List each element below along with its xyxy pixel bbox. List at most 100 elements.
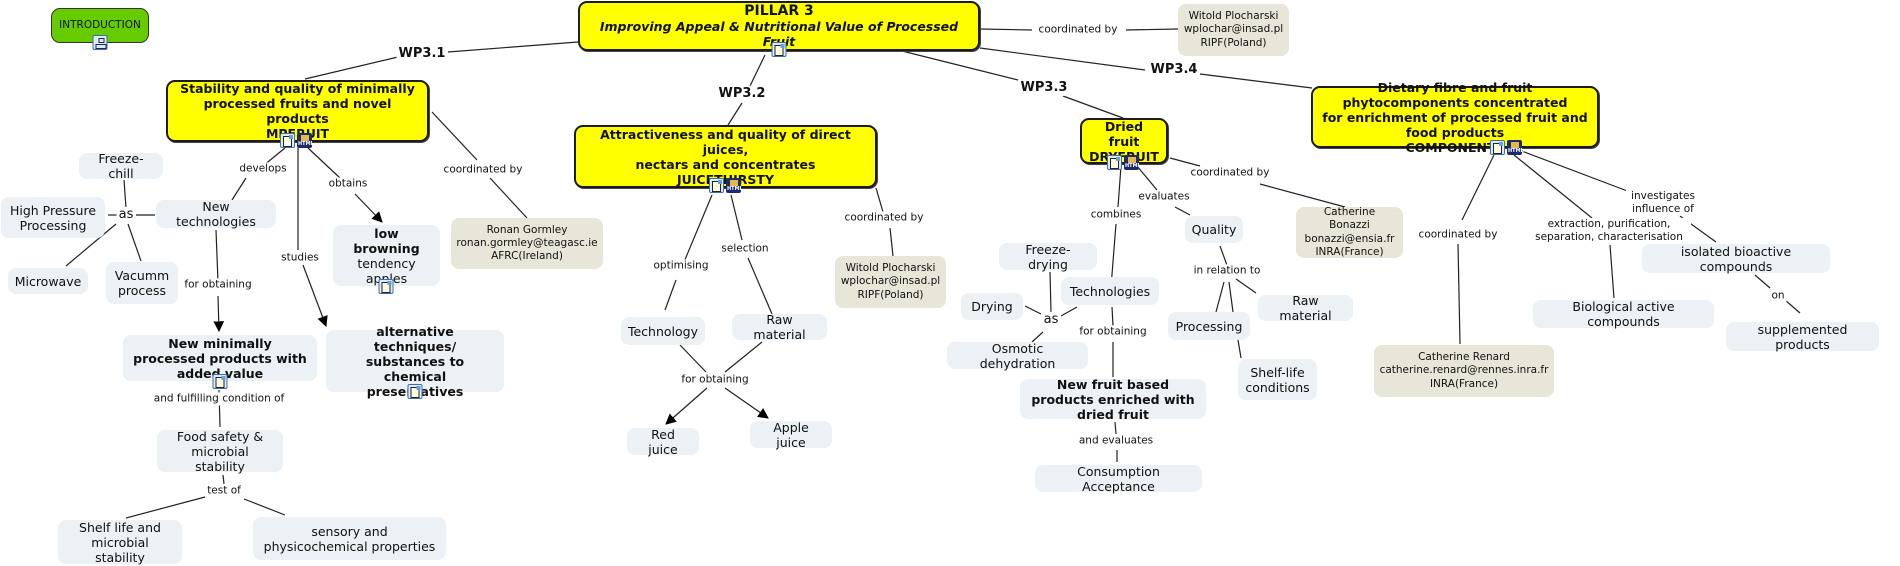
coordinator-email[interactable]: bonazzi@ensia.fr <box>1304 232 1395 245</box>
link-label-investigates: investigates influence of <box>1626 189 1700 217</box>
document-icon[interactable] <box>407 384 423 399</box>
concept-red-juice[interactable]: Red juice <box>627 426 699 457</box>
document-icon[interactable] <box>212 374 228 389</box>
wp3-4-coordinator: Catherine Renard catherine.renard@rennes… <box>1374 345 1554 397</box>
introduction-node[interactable]: INTRODUCTION <box>51 8 149 43</box>
concept-label: Quality <box>1191 222 1237 237</box>
wp3-2-coordinator: Witold Plocharski wplochar@insad.pl RIPF… <box>835 256 946 308</box>
concept-high-pressure-processing[interactable]: High Pressure Processing <box>1 197 105 238</box>
concept-shelf-life[interactable]: Shelf life and microbial stability <box>58 519 182 565</box>
concept-food-safety[interactable]: Food safety & microbial stability <box>157 429 283 474</box>
link-label-for-obtaining: for obtaining <box>679 373 751 387</box>
introduction-icons <box>92 35 108 50</box>
coordinator-email[interactable]: catherine.renard@rennes.inra.fr <box>1379 364 1549 377</box>
concept-sensory-properties[interactable]: sensory and physicochemical properties <box>253 517 446 560</box>
document-icon[interactable] <box>280 133 295 148</box>
link-label-and-evaluates: and evaluates <box>1076 434 1156 448</box>
link-label-combines: combines <box>1088 208 1144 222</box>
wp3-4-label: WP3.4 <box>1148 61 1200 79</box>
document-icon[interactable] <box>771 42 787 57</box>
concept-label: Red juice <box>648 426 678 457</box>
coordinator-email[interactable]: ronan.gormley@teagasc.ie <box>456 236 598 249</box>
concept-apple-juice[interactable]: Apple juice <box>750 420 832 450</box>
wp3-2-label: WP3.2 <box>716 85 768 103</box>
wp3-1-icons <box>280 133 312 148</box>
wp3-4-acronym: COMPONENTS <box>1405 139 1505 155</box>
coordinator-email[interactable]: wplochar@insad.pl <box>1183 23 1284 36</box>
coordinator-email[interactable]: wplochar@insad.pl <box>840 275 941 288</box>
concept-microwave[interactable]: Microwave <box>8 268 88 294</box>
concept-label: New fruit based products enriched with d… <box>1031 376 1195 422</box>
document-icon[interactable] <box>1107 155 1122 170</box>
link-label-coordinated-by: coordinated by <box>1416 228 1500 242</box>
html-link-icon[interactable] <box>726 178 741 193</box>
concept-freeze-drying[interactable]: Freeze-drying <box>999 242 1097 272</box>
concept-label: Raw material <box>1279 293 1332 323</box>
concept-shelf-life-conditions[interactable]: Shelf-life conditions <box>1238 359 1317 400</box>
concept-drying[interactable]: Drying <box>961 293 1023 320</box>
html-link-icon[interactable] <box>1507 140 1522 155</box>
link-label-fulfilling-condition: and fulfilling condition of <box>151 392 287 406</box>
concept-isolated-bioactive-compounds[interactable]: isolated bioactive compounds <box>1642 244 1830 274</box>
concept-label: Raw material <box>753 312 806 342</box>
wp3-2-juicethirsty-node[interactable]: Attractiveness and quality of direct jui… <box>574 125 877 188</box>
coordinator-org: RIPF(Poland) <box>857 288 924 301</box>
wp3-2-title-line: nectars and concentrates <box>635 156 816 172</box>
concept-new-technologies[interactable]: New technologies <box>156 199 276 229</box>
concept-label: Biological active compounds <box>1572 299 1675 329</box>
concept-osmotic-dehydration[interactable]: Osmotic dehydration <box>947 341 1088 371</box>
concept-supplemented-products[interactable]: supplemented products <box>1726 322 1879 352</box>
wp3-4-title-line: Dietary fibre and fruit phytocomponents … <box>1342 79 1568 110</box>
concept-freeze-chill[interactable]: Freeze-chill <box>79 151 163 181</box>
concept-quality[interactable]: Quality <box>1185 216 1243 243</box>
concept-label: alternative techniques/ substances to ch… <box>365 323 465 399</box>
concept-technology[interactable]: Technology <box>621 317 705 345</box>
introduction-label: INTRODUCTION <box>59 19 141 32</box>
concept-biological-active-compounds[interactable]: Biological active compounds <box>1533 299 1714 329</box>
wp3-1-mpfruit-node[interactable]: Stability and quality of minimally proce… <box>166 80 429 142</box>
document-icon[interactable] <box>709 178 724 193</box>
coordinator-org: INRA(France) <box>1429 377 1499 390</box>
concept-map-icon[interactable] <box>92 35 108 50</box>
concept-new-minimally-processed-products[interactable]: New minimally processed products with ad… <box>123 335 317 381</box>
wp3-3-icons <box>1107 155 1139 170</box>
wp3-1-coordinator: Ronan Gormley ronan.gormley@teagasc.ie A… <box>451 218 603 269</box>
coordinator-name: Catherine Renard <box>1418 351 1510 364</box>
concept-raw-material[interactable]: Raw material <box>732 312 827 342</box>
link-label-coordinated-by: coordinated by <box>1188 166 1272 180</box>
link-label-in-relation-to: in relation to <box>1191 264 1263 278</box>
concept-label: New minimally processed products with ad… <box>133 335 307 381</box>
link-label-test-of: test of <box>205 484 243 498</box>
concept-processing[interactable]: Processing <box>1168 312 1250 340</box>
link-label-selection: selection <box>719 242 771 256</box>
pillar-icons <box>771 42 787 57</box>
concept-alternative-techniques[interactable]: alternative techniques/ substances to ch… <box>326 324 504 399</box>
concept-label: Consumption Acceptance <box>1077 463 1160 494</box>
wp3-3-coordinator: Catherine Bonazzi bonazzi@ensia.fr INRA(… <box>1296 206 1403 258</box>
concept-raw-material-wp33[interactable]: Raw material <box>1258 293 1353 323</box>
document-icon[interactable] <box>378 279 394 294</box>
new-products-icons <box>212 374 228 389</box>
coordinator-org: AFRC(Ireland) <box>491 250 563 263</box>
concept-technologies[interactable]: Technologies <box>1061 277 1159 305</box>
alternatives-icons <box>407 384 423 399</box>
concept-label: Shelf-life conditions <box>1245 364 1310 395</box>
wp3-4-icons <box>1490 140 1522 155</box>
concept-label: Shelf life and microbial stability <box>79 519 161 565</box>
concept-label: sensory and physicochemical properties <box>263 523 436 554</box>
concept-new-fruit-based-products[interactable]: New fruit based products enriched with d… <box>1020 376 1206 422</box>
low-browning-icons <box>378 279 394 294</box>
document-icon[interactable] <box>1490 140 1505 155</box>
concept-consumption-acceptance[interactable]: Consumption Acceptance <box>1035 463 1202 494</box>
concept-label: Technologies <box>1069 283 1151 299</box>
concept-label: tendency apples <box>357 255 416 286</box>
concept-vacumm-process[interactable]: Vacumm process <box>106 262 178 304</box>
html-link-icon[interactable] <box>297 133 312 148</box>
html-link-icon[interactable] <box>1124 155 1139 170</box>
concept-low-browning-apples[interactable]: low browning tendency apples <box>333 225 440 286</box>
concept-label: Drying <box>971 299 1013 314</box>
wp3-2-title-line: Attractiveness and quality of direct jui… <box>600 126 851 157</box>
wp3-2-icons <box>709 178 741 193</box>
wp3-4-components-node[interactable]: Dietary fibre and fruit phytocomponents … <box>1311 80 1599 155</box>
